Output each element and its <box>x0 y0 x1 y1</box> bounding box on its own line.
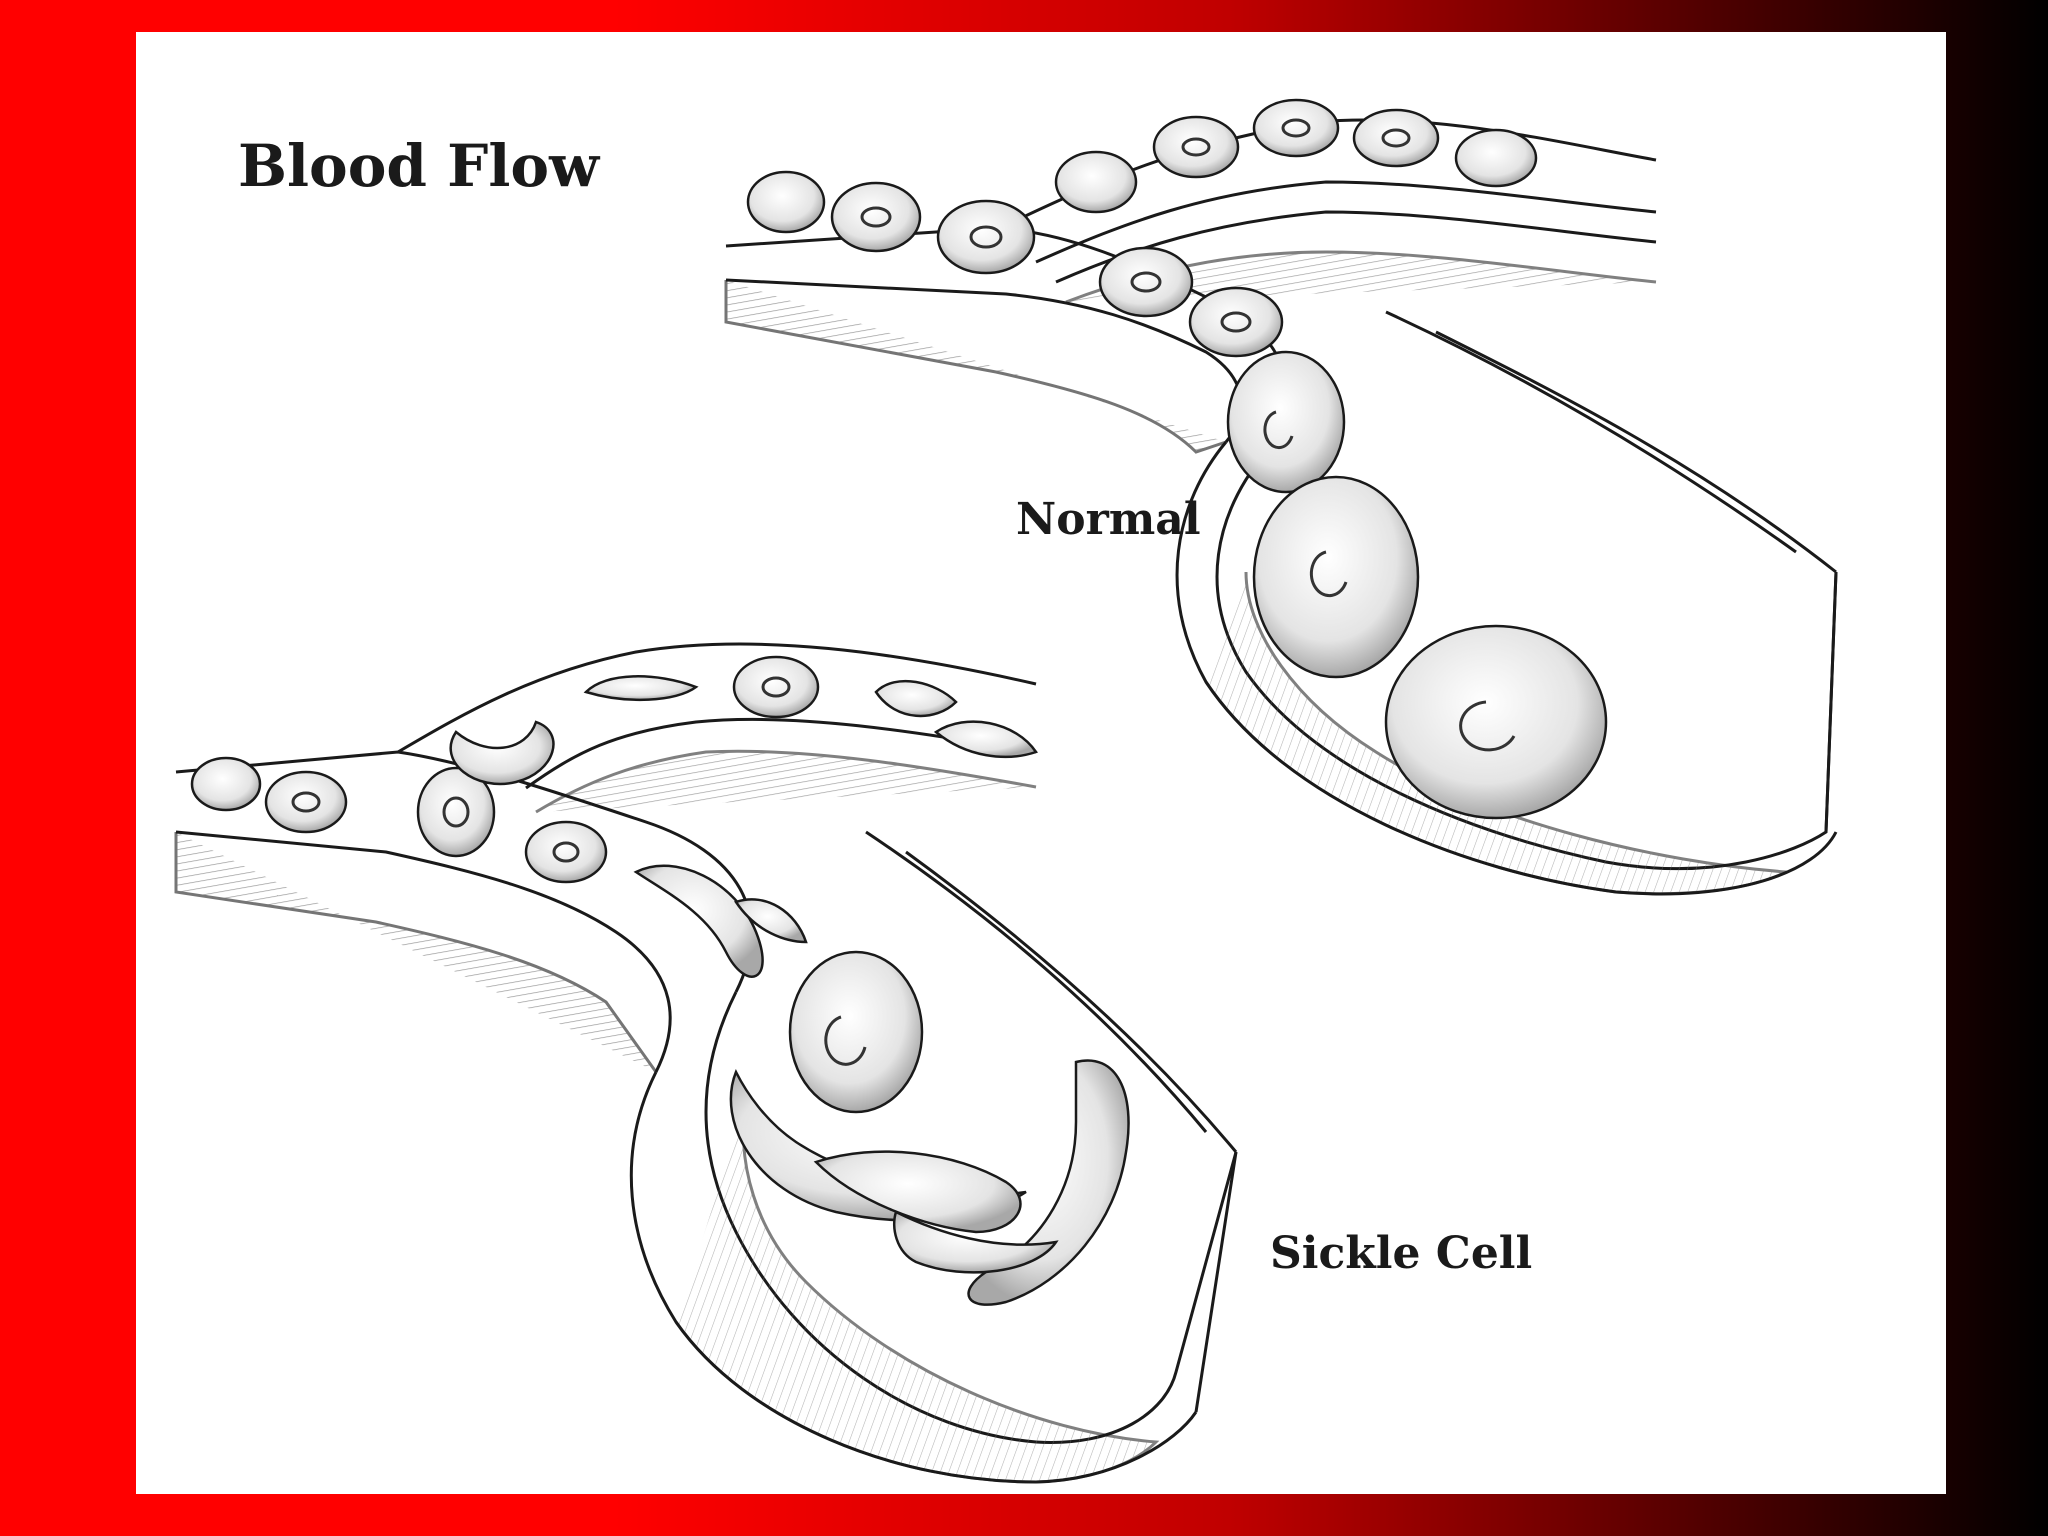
sickle-cell <box>892 1210 1059 1274</box>
normal-cell <box>1188 286 1284 358</box>
normal-cell <box>1454 128 1538 188</box>
normal-cell <box>1152 115 1240 179</box>
normal-cell <box>746 170 826 234</box>
normal-cell <box>1054 150 1138 214</box>
sickle-upper-branch-wall <box>397 642 1037 754</box>
normal-cell <box>732 655 820 719</box>
sickle-cell-label: Sickle Cell <box>1270 1228 1533 1279</box>
normal-cell <box>936 199 1036 275</box>
normal-cell <box>1252 475 1420 679</box>
sickle-cell <box>633 864 764 978</box>
diagram-title: Blood Flow <box>238 132 599 200</box>
sickle-cell <box>583 675 699 702</box>
normal-cell <box>190 756 262 812</box>
blood-vessel-illustration <box>174 98 1838 1484</box>
normal-cell <box>1226 350 1346 494</box>
normal-cell <box>1098 246 1194 318</box>
normal-red-cells <box>746 98 1608 820</box>
sickle-cell <box>813 1150 1022 1234</box>
normal-label: Normal <box>1016 494 1201 545</box>
sickle-cell <box>967 1059 1130 1306</box>
slide-panel: Blood Flow Normal Sickle Cell <box>136 32 1946 1494</box>
normal-cell <box>1384 624 1608 820</box>
sickle-cell <box>874 679 958 718</box>
sickle-cell <box>933 720 1038 758</box>
sickle-cells <box>190 655 1130 1306</box>
normal-cell <box>830 181 922 253</box>
normal-cell <box>1252 98 1340 158</box>
normal-cell <box>524 820 608 884</box>
normal-cell <box>264 770 348 834</box>
normal-cell <box>1352 108 1440 168</box>
normal-cell <box>788 950 924 1114</box>
normal-cell <box>416 766 496 858</box>
sickle-cell <box>449 720 555 786</box>
sickle-cell <box>734 898 808 944</box>
